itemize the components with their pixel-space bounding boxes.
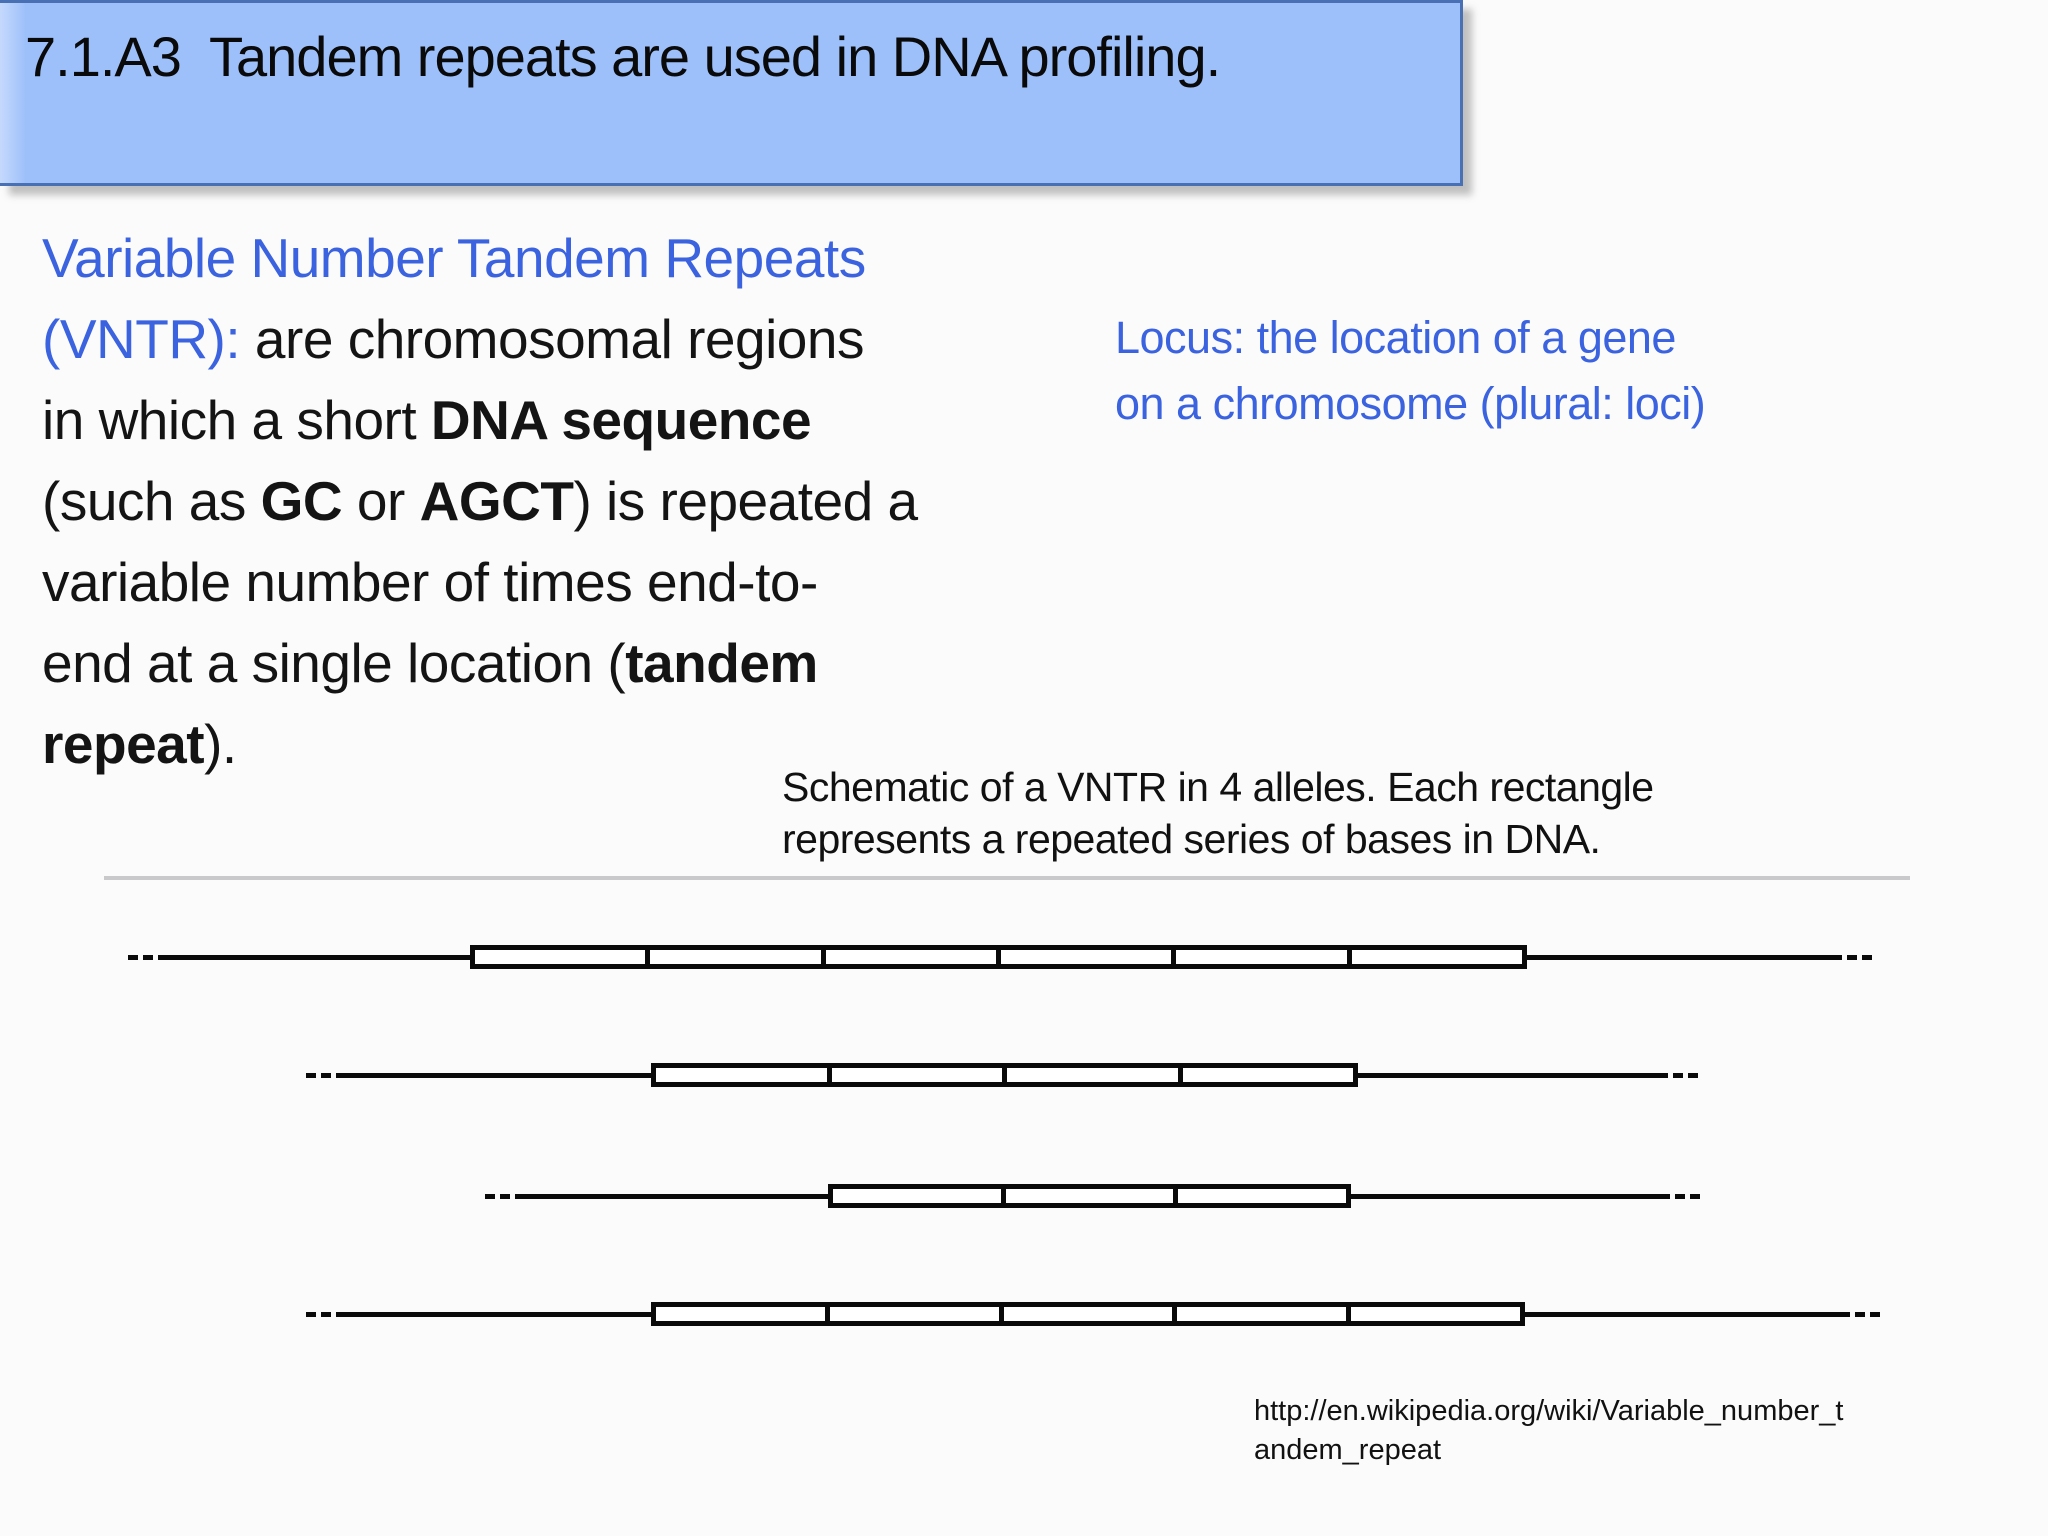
text-segment: are chromosomal regions	[254, 308, 865, 370]
dna-line	[346, 1311, 651, 1317]
repeat-unit	[1172, 1302, 1352, 1326]
dna-line-dashed-end	[306, 1072, 346, 1078]
locus-note-line: on a chromosome (plural: loci)	[1115, 378, 1706, 429]
repeat-unit	[1177, 1063, 1358, 1087]
tandem-repeat-block	[651, 1302, 1525, 1326]
paragraph-line: Variable Number Tandem Repeats	[42, 218, 918, 299]
paragraph-line: end at a single location (tandem	[42, 623, 918, 704]
locus-definition-note: Locus: the location of a gene on a chrom…	[1115, 305, 1706, 437]
text-segment: or	[342, 470, 420, 532]
dna-line-dashed-end	[1660, 1193, 1700, 1199]
slide-title: 7.1.A3 Tandem repeats are used in DNA pr…	[25, 25, 1221, 88]
text-segment: tandem	[625, 632, 818, 694]
dna-line	[346, 1072, 651, 1078]
dna-line-dashed-end	[306, 1311, 346, 1317]
dna-line	[1527, 954, 1832, 960]
allele-row-2	[306, 1063, 1698, 1087]
repeat-unit	[651, 1302, 830, 1326]
paragraph-line: (VNTR): are chromosomal regions	[42, 299, 918, 380]
source-url-line: http://en.wikipedia.org/wiki/Variable_nu…	[1254, 1395, 1844, 1427]
paragraph-line: in which a short DNA sequence	[42, 380, 918, 461]
repeat-unit	[651, 1063, 832, 1087]
dna-line	[1351, 1193, 1660, 1199]
paragraph-line: repeat).	[42, 704, 918, 785]
dna-line	[1525, 1311, 1840, 1317]
repeat-unit	[470, 945, 651, 969]
dna-line-dashed-end	[1840, 1311, 1880, 1317]
paragraph-line: variable number of times end-to-	[42, 542, 918, 623]
repeat-unit	[1346, 945, 1527, 969]
text-segment: (such as	[42, 470, 261, 532]
source-url: http://en.wikipedia.org/wiki/Variable_nu…	[1254, 1392, 1843, 1470]
diagram-caption-line: Schematic of a VNTR in 4 alleles. Each r…	[782, 764, 1654, 810]
text-segment: in which a short	[42, 389, 431, 451]
allele-row-1	[128, 945, 1872, 969]
text-segment: variable number of times end-to-	[42, 551, 818, 613]
text-segment: repeat	[42, 713, 205, 775]
repeat-unit	[1346, 1302, 1525, 1326]
repeat-unit	[1000, 1184, 1179, 1208]
dna-line-dashed-end	[128, 954, 168, 960]
diagram-caption-line: represents a repeated series of bases in…	[782, 816, 1601, 862]
repeat-unit	[995, 945, 1177, 969]
text-segment: GC	[260, 470, 343, 532]
text-segment: (VNTR):	[42, 308, 255, 370]
repeat-unit	[828, 1184, 1006, 1208]
repeat-unit	[1173, 1184, 1352, 1208]
locus-note-line: Locus: the location of a gene	[1115, 312, 1676, 363]
tandem-repeat-block	[651, 1063, 1358, 1087]
text-segment: ).	[204, 713, 237, 775]
tandem-repeat-block	[470, 945, 1527, 969]
repeat-unit	[645, 945, 826, 969]
text-segment: DNA sequence	[430, 389, 812, 451]
dna-line-dashed-end	[1832, 954, 1872, 960]
paragraph-line: (such as GC or AGCT) is repeated a	[42, 461, 918, 542]
text-segment: Variable Number Tandem Repeats	[42, 227, 866, 289]
repeat-unit	[998, 1302, 1178, 1326]
allele-row-4	[306, 1302, 1880, 1326]
repeat-unit	[826, 1063, 1007, 1087]
text-segment: AGCT	[419, 470, 574, 532]
vntr-definition-paragraph: Variable Number Tandem Repeats (VNTR): a…	[42, 218, 918, 785]
dna-line	[168, 954, 470, 960]
horizontal-divider	[104, 876, 1910, 880]
allele-row-3	[485, 1184, 1700, 1208]
text-segment: end at a single location (	[42, 632, 626, 694]
repeat-unit	[1171, 945, 1352, 969]
repeat-unit	[820, 945, 1001, 969]
repeat-unit	[1002, 1063, 1183, 1087]
dna-line	[1358, 1072, 1658, 1078]
source-url-line: andem_repeat	[1254, 1434, 1442, 1466]
diagram-caption: Schematic of a VNTR in 4 alleles. Each r…	[782, 761, 1654, 865]
dna-line-dashed-end	[485, 1193, 525, 1199]
title-bar: 7.1.A3 Tandem repeats are used in DNA pr…	[0, 0, 1463, 186]
dna-line-dashed-end	[1658, 1072, 1698, 1078]
tandem-repeat-block	[828, 1184, 1352, 1208]
dna-line	[525, 1193, 828, 1199]
text-segment: ) is repeated a	[573, 470, 918, 532]
repeat-unit	[824, 1302, 1004, 1326]
